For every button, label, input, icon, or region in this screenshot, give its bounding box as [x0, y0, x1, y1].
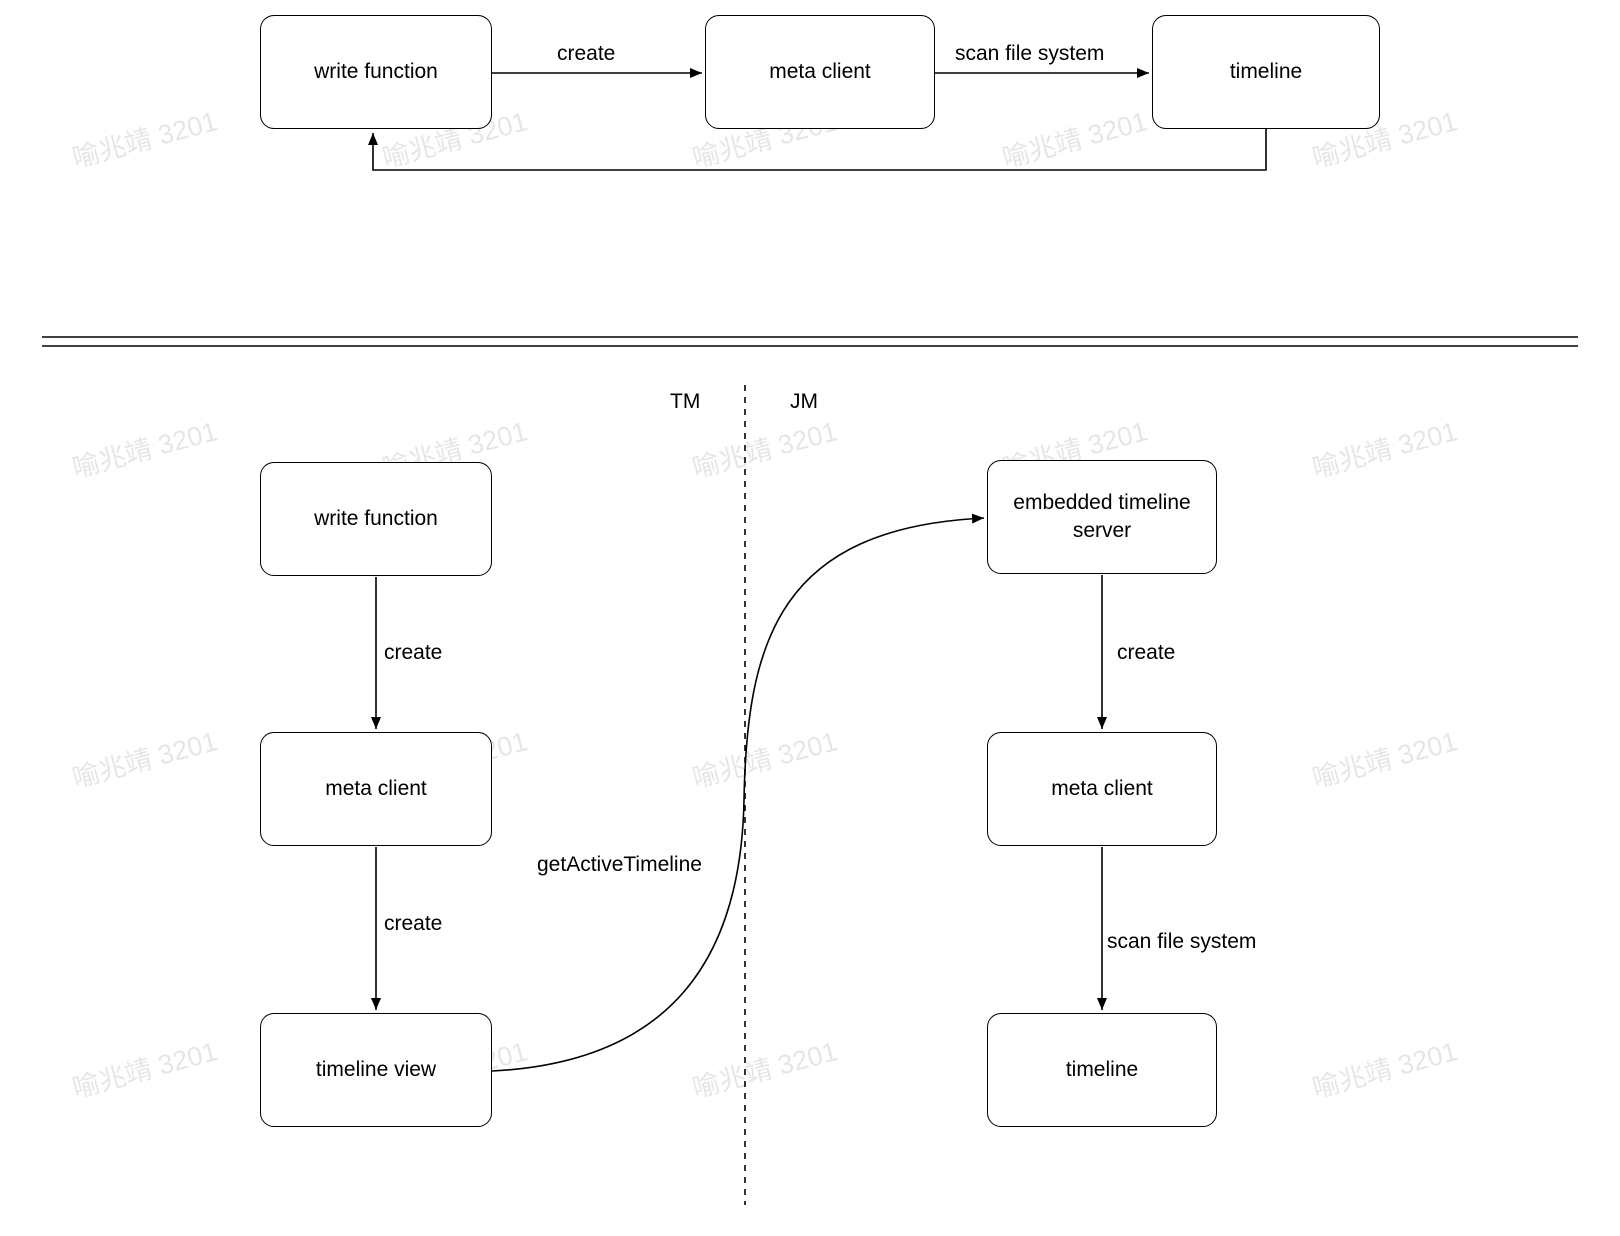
node-meta-client-right: meta client — [987, 732, 1217, 846]
node-timeline-right: timeline — [987, 1013, 1217, 1127]
node-label: write function — [314, 506, 438, 530]
node-label: meta client — [769, 59, 871, 83]
edge-label-get-active-timeline: getActiveTimeline — [537, 853, 702, 876]
edge-top-feedback-loop — [368, 129, 1267, 171]
node-label: embedded timeline server — [1013, 490, 1191, 542]
node-label: timeline — [1065, 1057, 1139, 1081]
node-label: meta client — [1051, 776, 1153, 800]
node-label: write function — [314, 59, 438, 83]
node-write-function-top: write function — [260, 15, 492, 129]
edge-label-scan-file-system-top: scan file system — [955, 42, 1105, 65]
edge-label-create-left-2: create — [384, 912, 443, 935]
node-label: meta client — [325, 776, 427, 800]
node-embedded-timeline-server: embedded timeline server — [987, 460, 1217, 574]
node-label: timeline — [1229, 59, 1303, 83]
edge-label-create-right: create — [1117, 641, 1176, 664]
lane-label-tm: TM — [670, 390, 701, 413]
edge-label-scan-file-system-right: scan file system — [1107, 930, 1257, 953]
node-write-function-left: write function — [260, 462, 492, 576]
node-timeline-view-left: timeline view — [260, 1013, 492, 1127]
edge-label-create-left-1: create — [384, 641, 443, 664]
node-meta-client-left: meta client — [260, 732, 492, 846]
lane-label-jm: JM — [790, 390, 818, 413]
edge-label-create-top: create — [557, 42, 616, 65]
edge-get-active-timeline — [491, 513, 985, 1072]
node-timeline-top: timeline — [1152, 15, 1380, 129]
node-meta-client-top: meta client — [705, 15, 935, 129]
node-label: timeline view — [315, 1057, 437, 1081]
